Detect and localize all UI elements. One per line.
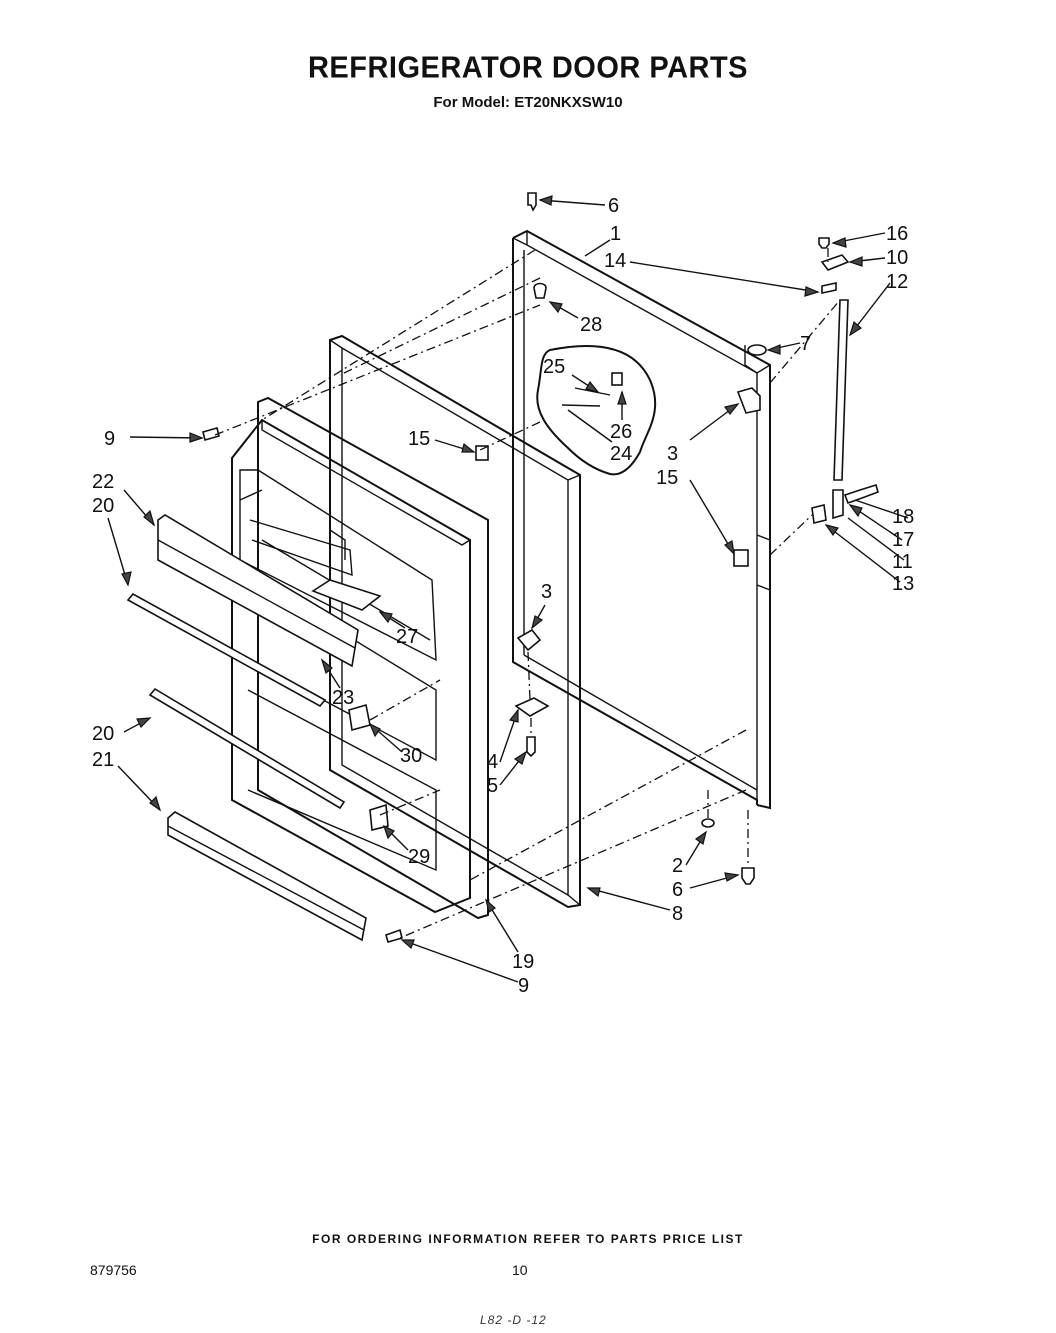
- callout-23: 23: [332, 687, 354, 709]
- door-gasket: [329, 334, 581, 909]
- callout-6-bottom: 6: [672, 879, 683, 901]
- callout-6-top: 6: [608, 195, 619, 217]
- callout-27: 27: [396, 626, 418, 648]
- callout-17: 17: [892, 529, 914, 551]
- callout-1: 1: [610, 223, 621, 245]
- leader-arrows: [107, 195, 909, 983]
- callout-16: 16: [886, 223, 908, 245]
- callout-7: 7: [800, 333, 811, 355]
- upper-shelf-22: [157, 514, 359, 668]
- ordering-info-note: FOR ORDERING INFORMATION REFER TO PARTS …: [312, 1232, 744, 1246]
- model-subtitle: For Model: ET20NKXSW10: [433, 94, 623, 111]
- callout-19: 19: [512, 951, 534, 973]
- callout-21: 21: [92, 749, 114, 771]
- shelf-rail-20-lower: [148, 687, 346, 810]
- callout-24: 24: [610, 443, 632, 465]
- callout-11: 11: [892, 551, 913, 573]
- callout-18: 18: [892, 506, 914, 528]
- callout-13: 13: [892, 573, 914, 595]
- callout-14: 14: [604, 250, 626, 272]
- callout-20-upper: 20: [92, 495, 114, 517]
- callout-15-right: 15: [656, 467, 678, 489]
- callout-4: 4: [487, 751, 498, 773]
- callout-29: 29: [408, 846, 430, 868]
- callout-25: 25: [543, 356, 565, 378]
- callout-26: 26: [610, 421, 632, 443]
- document-number: 879756: [90, 1262, 137, 1278]
- callout-9-bottom: 9: [518, 975, 529, 997]
- detail-cutaway: [536, 344, 657, 476]
- callout-15-left: 15: [408, 428, 430, 450]
- shelf-rail-20-upper: [126, 592, 327, 708]
- callout-5: 5: [487, 775, 498, 797]
- outer-door-panel: [512, 229, 771, 810]
- callout-labels: 6 1 14 16 10 12 28 7 25 26 24 9 15 3 15 …: [92, 195, 914, 997]
- callout-9-left: 9: [104, 428, 115, 450]
- page-number: 10: [512, 1262, 528, 1278]
- callout-28: 28: [580, 314, 602, 336]
- callout-20-lower: 20: [92, 723, 114, 745]
- callout-8: 8: [672, 903, 683, 925]
- bottom-trim-21: [167, 811, 367, 942]
- handwritten-mark: L82 -D -12: [480, 1313, 547, 1327]
- callout-12: 12: [886, 271, 908, 293]
- callout-3-middle: 3: [541, 581, 552, 603]
- inner-door-liner: [231, 396, 489, 920]
- callout-10: 10: [886, 247, 908, 269]
- callout-30: 30: [400, 745, 422, 767]
- callout-2: 2: [672, 855, 683, 877]
- assembly-lines: [214, 248, 841, 939]
- dairy-door: [311, 579, 382, 611]
- callout-3-right: 3: [667, 443, 678, 465]
- hardware-parts: [202, 192, 879, 943]
- callout-22: 22: [92, 471, 114, 493]
- page-title: REFRIGERATOR DOOR PARTS: [307, 51, 749, 85]
